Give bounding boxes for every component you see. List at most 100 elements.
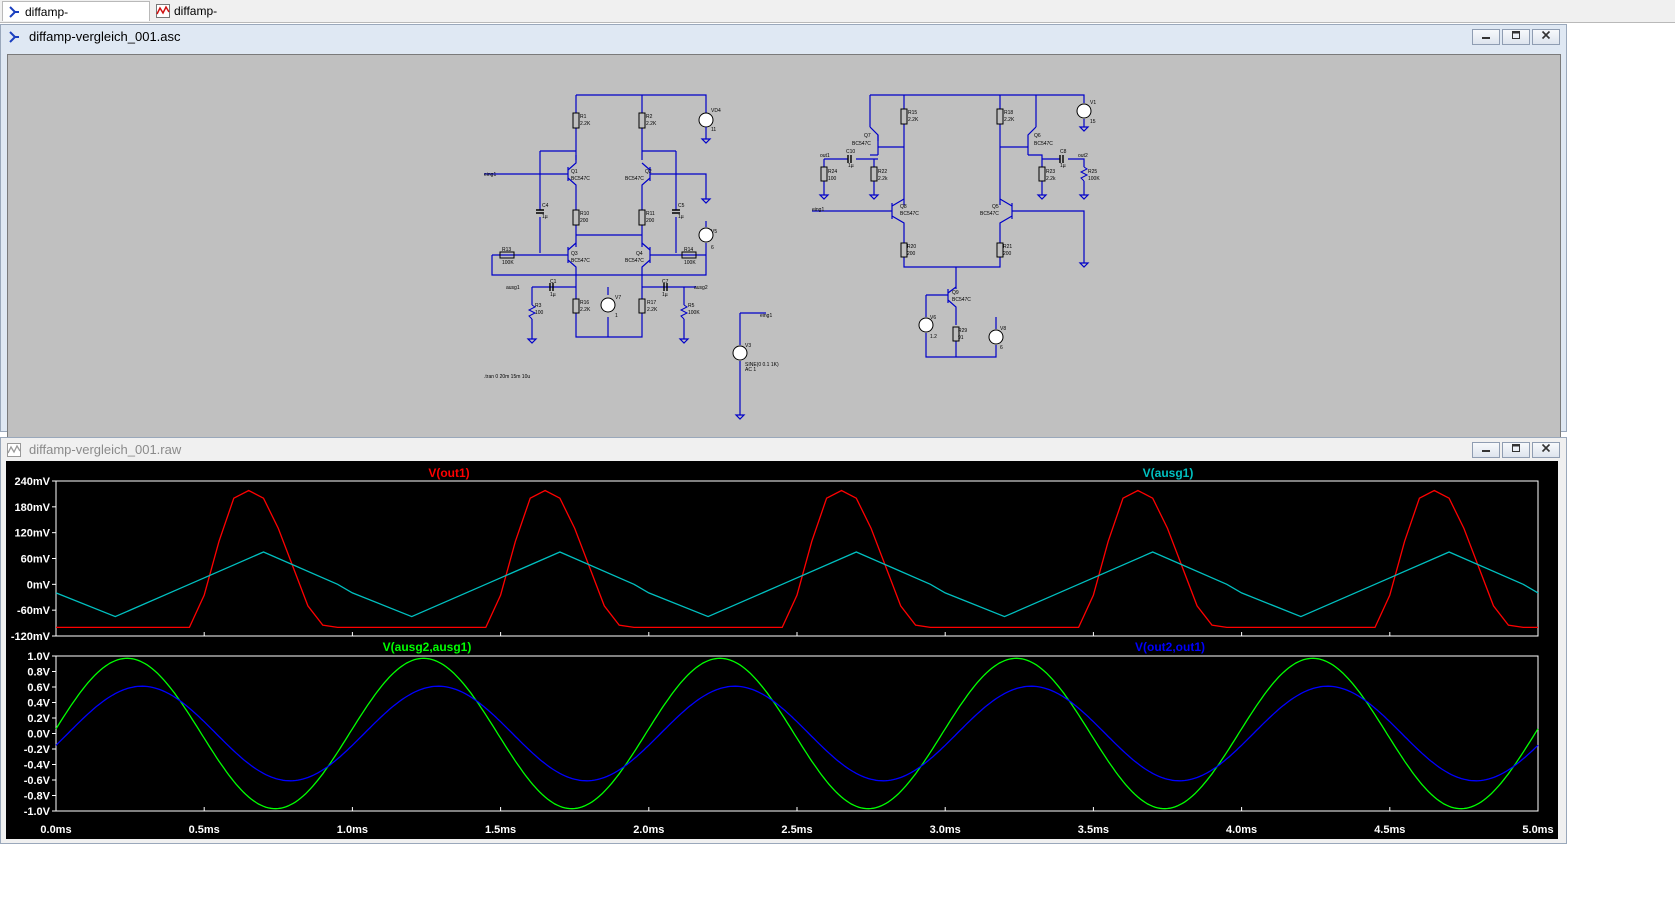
- legend-ausg1[interactable]: V(ausg1): [1143, 466, 1194, 480]
- legend-out2-out1[interactable]: V(out2,out1): [1135, 640, 1205, 654]
- schematic-window-title: diffamp-vergleich_001.asc: [29, 29, 181, 44]
- label-q9: Q9: [952, 290, 959, 296]
- schematic-window: diffamp-vergleich_001.asc: [0, 24, 1567, 452]
- label-c5: C5: [678, 203, 685, 209]
- schematic-resistors: [499, 108, 1089, 342]
- pane1-ytick-label: 120mV: [15, 528, 51, 540]
- value-r20: 200: [907, 251, 916, 257]
- restore-button[interactable]: [1502, 29, 1530, 45]
- close-icon: [1541, 30, 1551, 40]
- model-q1: BC547C: [571, 176, 590, 182]
- tab-waveform[interactable]: diffamp-vergleich_001.raw: [152, 1, 294, 38]
- label-r10: R10: [580, 211, 589, 217]
- value-r23: 2.2k: [1046, 176, 1056, 182]
- label-c10: C10: [846, 149, 855, 155]
- pane2-y-axis: 1.0V0.8V0.6V0.4V0.2V0.0V-0.2V-0.4V-0.6V-…: [24, 651, 56, 818]
- label-r1: R1: [580, 114, 587, 120]
- series-ausg2-ausg1: [55, 657, 1539, 810]
- label-r11: R11: [646, 211, 655, 217]
- value-r11: 200: [646, 218, 655, 224]
- model-q7: BC547C: [852, 141, 871, 147]
- pane2-ytick-label: -0.2V: [24, 744, 51, 756]
- label-r14: R14: [684, 247, 693, 253]
- minimize-icon: [1482, 450, 1490, 452]
- label-q6: Q6: [1034, 133, 1041, 139]
- waveform-window-titlebar[interactable]: diffamp-vergleich_001.raw: [1, 438, 1566, 462]
- schematic-canvas[interactable]: R1 2.2K R2 2.2K VD4 11 Q1 BC547C Q2 BC54…: [7, 54, 1561, 452]
- label-q2: Q2: [645, 169, 652, 175]
- label-r22: R22: [878, 169, 887, 175]
- pane2-ytick-label: -0.8V: [24, 791, 51, 803]
- value-r29: 91: [958, 335, 964, 341]
- xtick-label: 3.5ms: [1078, 824, 1109, 836]
- schematic-drawing[interactable]: R1 2.2K R2 2.2K VD4 11 Q1 BC547C Q2 BC54…: [8, 55, 1560, 451]
- label-q4: Q4: [636, 251, 643, 257]
- tab-schematic[interactable]: diffamp-vergleich_001.asc: [2, 1, 150, 39]
- schematic-grounds: [526, 119, 1090, 420]
- schematic-sources: [600, 103, 1092, 361]
- restore-icon: [1512, 444, 1520, 452]
- pane2-ytick-label: 0.0V: [27, 729, 50, 741]
- label-q5: Q5: [992, 204, 999, 210]
- label-v5: V5: [711, 229, 717, 235]
- label-q1: Q1: [571, 169, 578, 175]
- label-r3: R3: [535, 303, 542, 309]
- value-c8: 1µ: [1060, 163, 1066, 169]
- minimize-button[interactable]: [1472, 29, 1500, 45]
- waveform-icon: [7, 443, 21, 457]
- label-v6: V6: [930, 315, 936, 321]
- pane1-ytick-label: 180mV: [15, 502, 51, 514]
- close-button[interactable]: [1532, 29, 1560, 45]
- pane2-frame: [55, 655, 1539, 812]
- value-c1: 1µ: [550, 292, 556, 298]
- minimize-button[interactable]: [1472, 442, 1500, 458]
- schematic-icon: [9, 31, 19, 43]
- schematic-caps: [536, 155, 1064, 291]
- pane2-ytick-label: 1.0V: [27, 651, 50, 663]
- label-r20: R20: [907, 244, 916, 250]
- document-tab-bar: diffamp-vergleich_001.asc diffamp-vergle…: [0, 0, 1675, 39]
- label-c8: C8: [1060, 149, 1067, 155]
- legend-ausg2-ausg1[interactable]: V(ausg2,ausg1): [383, 640, 472, 654]
- schematic-wires: [484, 94, 1085, 411]
- label-r5: R5: [688, 303, 695, 309]
- pane2-ytick-label: 0.8V: [27, 667, 50, 679]
- xtick-label: 1.0ms: [337, 824, 368, 836]
- legend-out1[interactable]: V(out1): [428, 466, 469, 480]
- label-r24: R24: [828, 169, 837, 175]
- pane2-ytick-label: -0.6V: [24, 775, 51, 787]
- pane2-ytick-label: 0.6V: [27, 682, 50, 694]
- label-v1: V1: [1090, 100, 1096, 106]
- model-q2: BC547C: [625, 176, 644, 182]
- close-button[interactable]: [1532, 442, 1560, 458]
- value-r15: 2.2K: [908, 117, 919, 123]
- model-q4: BC547C: [625, 258, 644, 264]
- label-r21: R21: [1003, 244, 1012, 250]
- waveform-chart[interactable]: V(out1) V(ausg1) 240mV180mV120mV60mV0mV-…: [6, 461, 1558, 839]
- label-v7: V7: [615, 295, 621, 301]
- schematic-labels: R1 2.2K R2 2.2K VD4 11 Q1 BC547C Q2 BC54…: [484, 100, 1100, 380]
- xtick-label: 2.5ms: [781, 824, 812, 836]
- pane2-ytick-label: -0.4V: [24, 760, 51, 772]
- value-c10: 1µ: [848, 163, 854, 169]
- value-r13: 100K: [502, 260, 514, 266]
- xtick-label: 1.5ms: [485, 824, 516, 836]
- value-r25: 100K: [1088, 176, 1100, 182]
- net-eing1-left: eing1: [484, 172, 496, 178]
- net-ausg2: ausg2: [694, 285, 708, 291]
- schematic-window-titlebar[interactable]: diffamp-vergleich_001.asc: [1, 25, 1566, 49]
- pane1-ytick-label: 60mV: [21, 554, 51, 566]
- label-r17: R17: [647, 300, 656, 306]
- xtick-label: 4.0ms: [1226, 824, 1257, 836]
- label-r2: R2: [646, 114, 653, 120]
- value-v6: 1.2: [930, 334, 937, 340]
- spice-directive: .tran 0 20m 15m 10u: [484, 374, 530, 380]
- restore-button[interactable]: [1502, 442, 1530, 458]
- value-v8: 6: [1000, 345, 1003, 351]
- value-r22: 2.2k: [878, 176, 888, 182]
- value-v5: 6: [711, 245, 714, 251]
- net-out1: out1: [820, 153, 830, 159]
- schematic-window-controls: [1470, 29, 1560, 46]
